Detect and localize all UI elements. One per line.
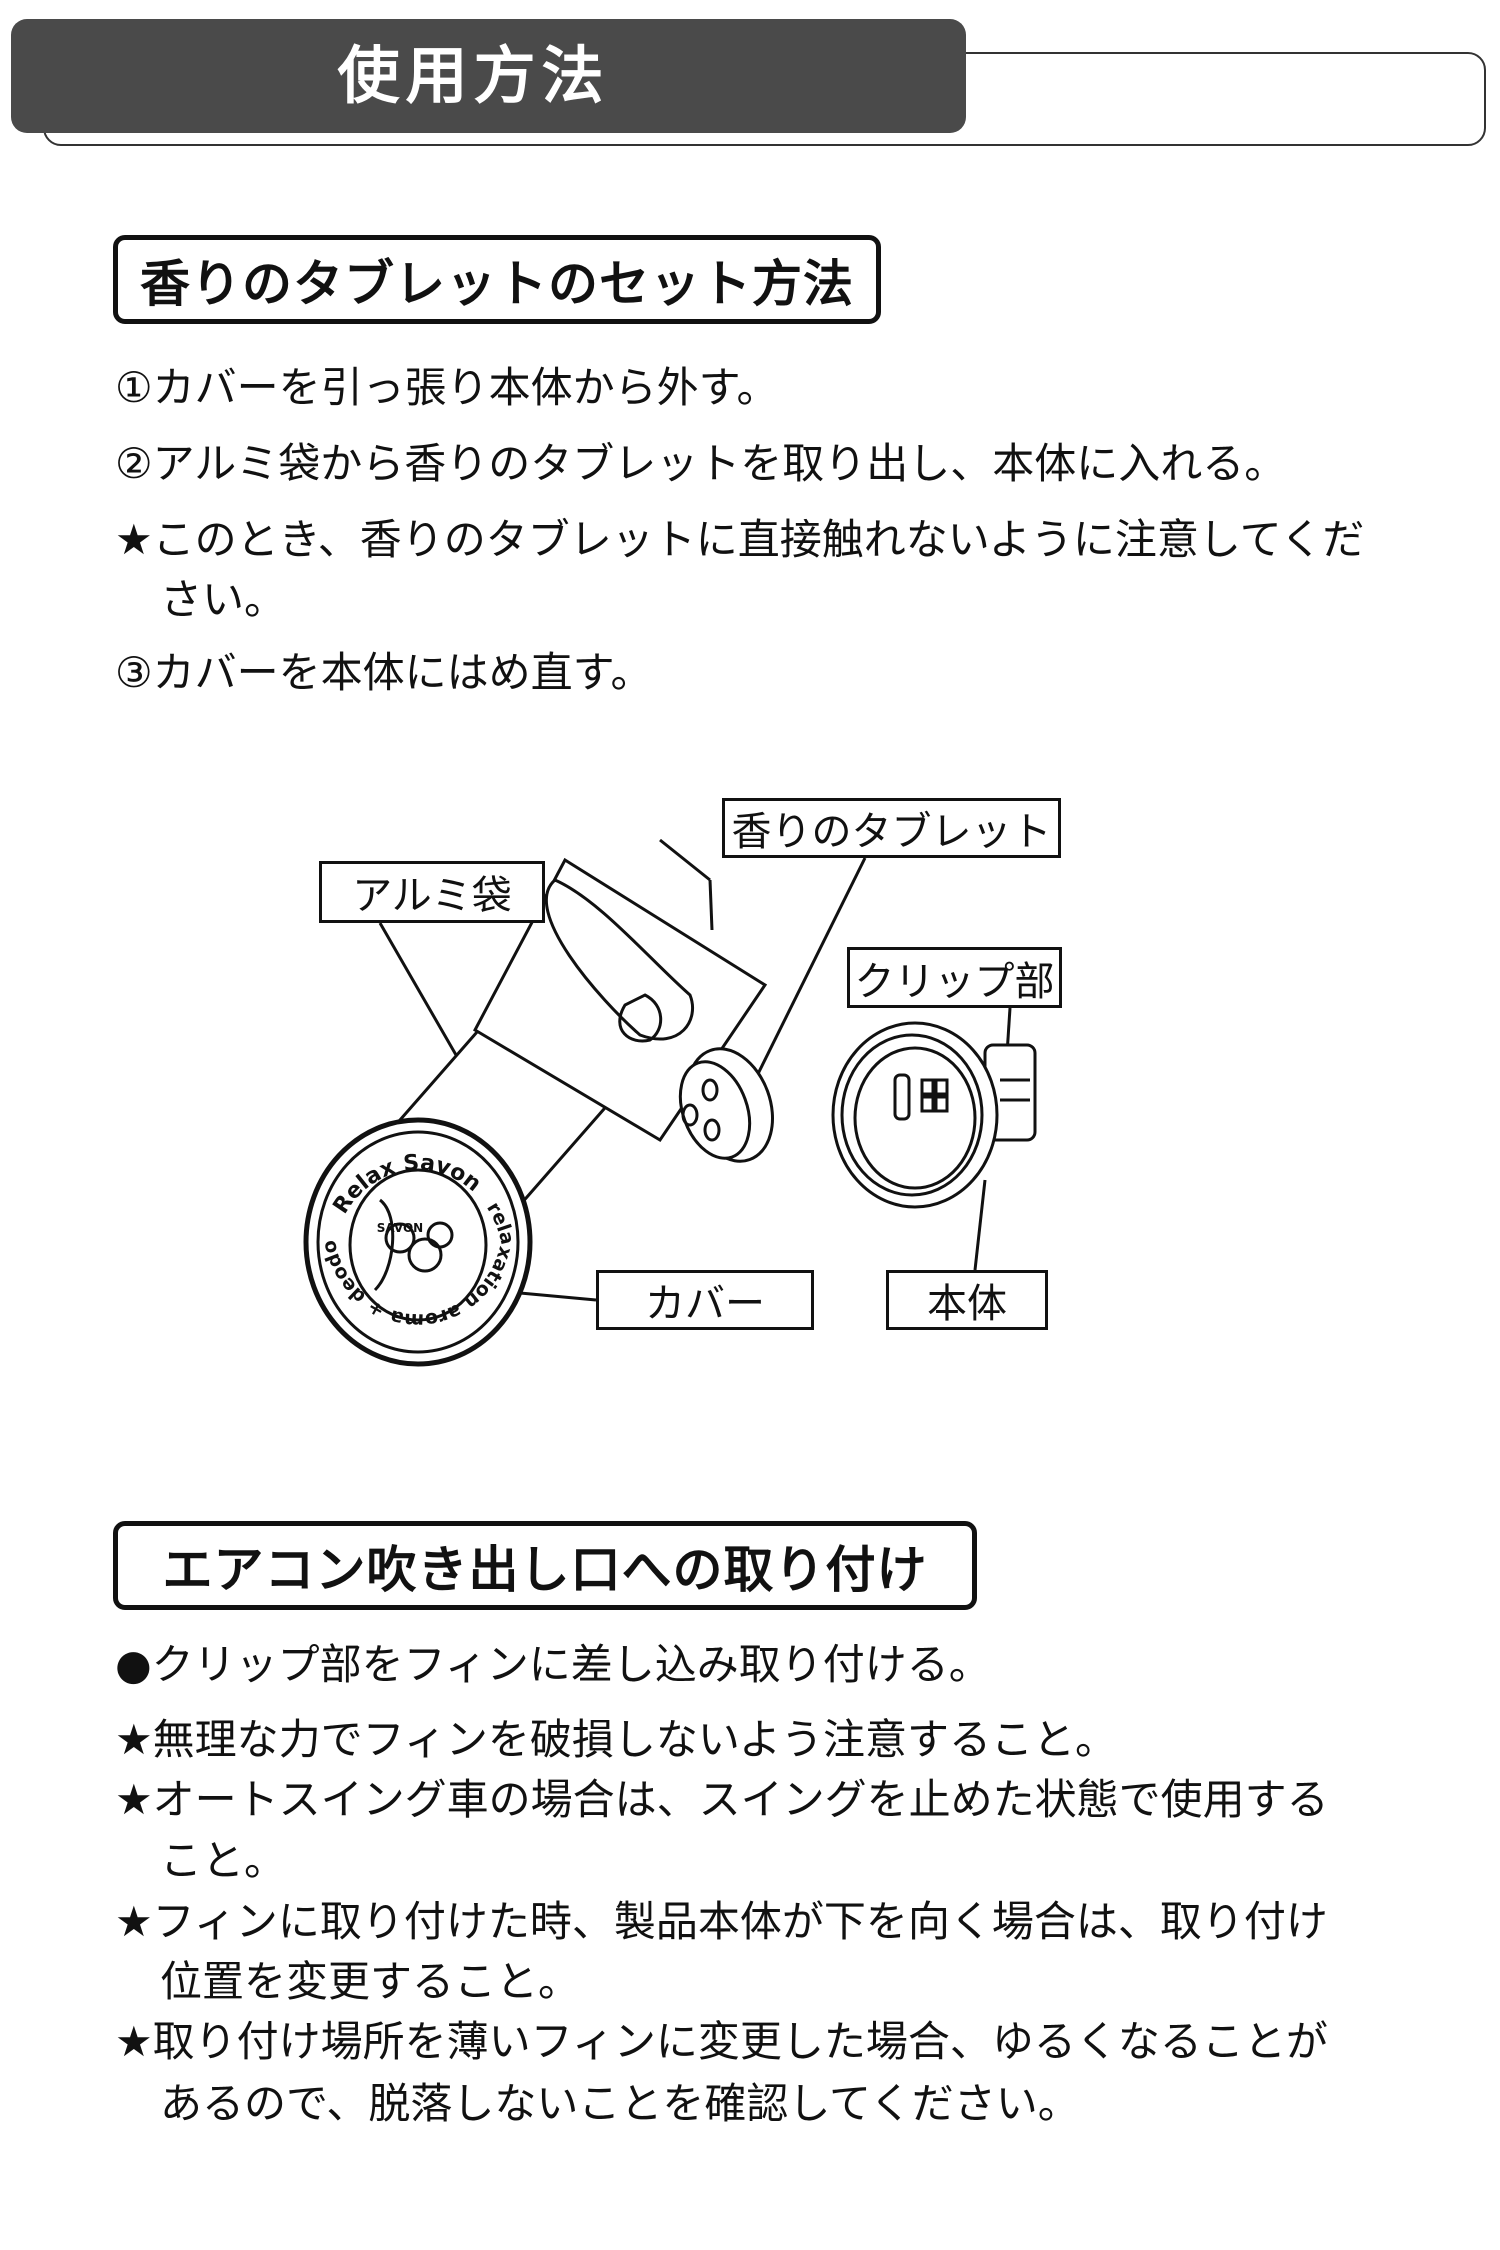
- caution-line-cont: さい。: [160, 575, 287, 624]
- leader-line-cover: [519, 1291, 597, 1302]
- section-heading-tablet-set: 香りのタブレットのセット方法: [113, 235, 881, 324]
- label-clip: クリップ部: [847, 947, 1062, 1008]
- cover-badge: SAVON: [377, 1221, 423, 1235]
- instruction-line: ②アルミ袋から香りのタブレットを取り出し、本体に入れる。: [115, 439, 1287, 488]
- caution-line: ★取り付け場所を薄いフィンに変更した場合、ゆるくなることが: [115, 2017, 1328, 2066]
- product-illustration: Relax Savon relaxation aroma + deodorant…: [0, 760, 1037, 1367]
- label-tablet: 香りのタブレット: [722, 798, 1061, 858]
- caution-line: ★フィンに取り付けた時、製品本体が下を向く場合は、取り付け: [115, 1897, 1328, 1946]
- label-cover: カバー: [596, 1270, 814, 1330]
- section-heading-vent-mount: エアコン吹き出し口への取り付け: [113, 1521, 977, 1610]
- caution-line: ★オートスイング車の場合は、スイングを止めた状態で使用する: [115, 1775, 1329, 1824]
- header-bar: [11, 19, 966, 133]
- label-body: 本体: [886, 1270, 1048, 1330]
- tablet-drawing: [678, 1047, 775, 1163]
- label-aluminum-bag: アルミ袋: [319, 861, 545, 923]
- page-title: 使用方法: [337, 39, 610, 112]
- caution-line-cont: こと。: [160, 1836, 287, 1885]
- instruction-line: ①カバーを引っ張り本体から外す。: [115, 363, 779, 412]
- caution-line-cont: あるので、脱落しないことを確認してください。: [160, 2079, 1080, 2128]
- instruction-line: ●クリップ部をフィンに差し込み取り付ける。: [115, 1640, 991, 1689]
- leader-line-tablet: [743, 857, 867, 1101]
- leader-line-body: [973, 1179, 987, 1271]
- instruction-line: ③カバーを本体にはめ直す。: [115, 648, 653, 697]
- caution-line: ★無理な力でフィンを破損しないよう注意すること。: [115, 1715, 1117, 1764]
- body-drawing: [831, 1021, 1037, 1209]
- caution-line-cont: 位置を変更すること。: [160, 1957, 581, 2006]
- caution-line: ★このとき、香りのタブレットに直接触れないように注意してくだ: [115, 515, 1365, 564]
